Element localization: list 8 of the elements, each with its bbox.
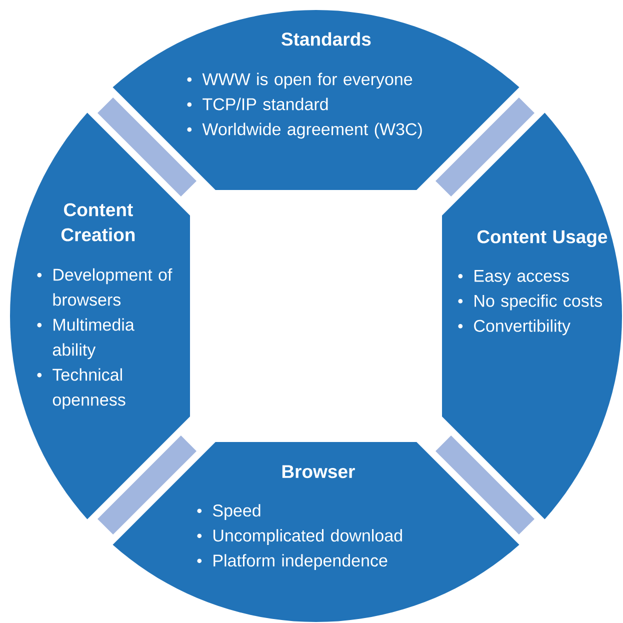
- divider-bar: [98, 98, 196, 196]
- ring-segment: Content Usage Easy access No specific costs Convertibility: [442, 112, 622, 520]
- divider-bar: [436, 98, 534, 196]
- divider-bar: [98, 436, 196, 534]
- ring-segment: Standards WWW is open for everyone TCP/IP standard Worldwide agreement (W3C): [112, 10, 520, 190]
- ring-segment: Browser Speed Uncomplicated download Platform independence: [112, 442, 520, 622]
- divider-bar: [436, 436, 534, 534]
- ring-segment: Content Creation Development of browsers Multimedia ability Technical openness: [10, 112, 190, 520]
